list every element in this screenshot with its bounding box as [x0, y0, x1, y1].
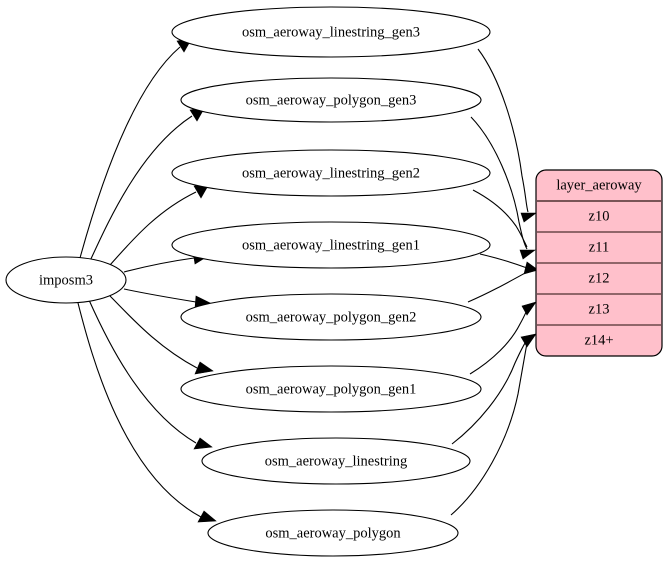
node-osm_aeroway_linestring_gen1[interactable]: osm_aeroway_linestring_gen1	[171, 221, 491, 269]
edge-imposm3-to-linestring-gen1	[123, 257, 195, 273]
node-layer-aeroway-table[interactable]: layer_aeroway z10 z11 z12 z13 z14+	[535, 169, 663, 357]
edge-group-table	[450, 48, 539, 516]
node-polygon-label: osm_aeroway_polygon	[265, 525, 401, 541]
node-osm_aeroway_linestring_gen3[interactable]: osm_aeroway_linestring_gen3	[171, 6, 491, 58]
table-row-z10-label[interactable]: z10	[589, 208, 610, 224]
node-imposm3-shape[interactable]	[5, 256, 127, 304]
edge-linestring-gen2-to-z11	[472, 189, 528, 248]
node-linestring-label: osm_aeroway_linestring	[265, 453, 408, 469]
arrowhead-linestring	[193, 437, 213, 450]
node-polygon-gen1-shape[interactable]	[180, 365, 482, 413]
node-linestring-gen3-label: osm_aeroway_linestring_gen3	[242, 24, 420, 40]
edge-polygon-gen3-to-z11	[470, 116, 528, 250]
edge-imposm3-to-polygon-gen3	[89, 115, 193, 262]
arrowhead-polygon-gen1	[194, 361, 214, 375]
node-osm_aeroway_polygon[interactable]: osm_aeroway_polygon	[207, 509, 459, 557]
node-osm_aeroway_polygon_gen3[interactable]: osm_aeroway_polygon_gen3	[180, 77, 482, 123]
edge-linestring-to-z14	[451, 339, 528, 445]
table-row-z12-label[interactable]: z12	[589, 270, 610, 286]
node-linestring-gen3-shape[interactable]	[171, 6, 491, 58]
table-header-label: layer_aeroway	[556, 177, 642, 193]
node-polygon-gen2-label: osm_aeroway_polygon_gen2	[246, 309, 417, 325]
edge-imposm3-to-polygon-gen2	[123, 288, 197, 303]
table-row-z13-label[interactable]: z13	[589, 301, 610, 317]
arrowhead-polygon	[197, 510, 217, 523]
node-linestring-gen2-shape[interactable]	[171, 149, 491, 197]
table-outline	[535, 169, 663, 357]
node-polygon-shape[interactable]	[207, 509, 459, 557]
edge-polygon-gen2-to-z12	[467, 271, 528, 303]
node-linestring-gen1-shape[interactable]	[171, 221, 491, 269]
node-polygon-gen3-label: osm_aeroway_polygon_gen3	[246, 92, 417, 108]
node-imposm3[interactable]: imposm3	[5, 256, 127, 304]
node-linestring-shape[interactable]	[201, 437, 471, 485]
node-linestring-gen2-label: osm_aeroway_linestring_gen2	[242, 165, 420, 181]
edge-polygon-to-z14	[450, 342, 528, 516]
node-polygon-gen2-shape[interactable]	[180, 293, 482, 341]
node-linestring-gen1-label: osm_aeroway_linestring_gen1	[242, 237, 420, 253]
edge-imposm3-to-linestring-gen2	[109, 191, 197, 266]
edge-imposm3-to-linestring	[88, 299, 197, 444]
edge-linestring-gen3-to-z10	[477, 48, 529, 213]
table-row-z14-label[interactable]: z14+	[584, 332, 613, 348]
table-row-z11-label[interactable]: z11	[589, 239, 609, 255]
edge-imposm3-to-polygon-gen1	[109, 295, 198, 369]
edge-linestring-gen1-to-z12	[479, 253, 528, 269]
node-osm_aeroway_polygon_gen1[interactable]: osm_aeroway_polygon_gen1	[180, 365, 482, 413]
edge-imposm3-to-linestring-gen3	[79, 46, 181, 259]
arrowhead-z13	[521, 301, 537, 316]
node-imposm3-label: imposm3	[39, 272, 93, 288]
arrowhead-z10	[520, 212, 537, 223]
node-polygon-gen1-label: osm_aeroway_polygon_gen1	[246, 381, 417, 397]
node-osm_aeroway_linestring_gen2[interactable]: osm_aeroway_linestring_gen2	[171, 149, 491, 197]
arrowhead-z12	[523, 261, 539, 275]
node-osm_aeroway_linestring[interactable]: osm_aeroway_linestring	[201, 437, 471, 485]
node-polygon-gen3-shape[interactable]	[180, 77, 482, 123]
node-osm_aeroway_polygon_gen2[interactable]: osm_aeroway_polygon_gen2	[180, 293, 482, 341]
arrowhead-z11-a	[519, 249, 536, 260]
edge-imposm3-to-polygon	[77, 302, 202, 518]
arrowhead-z14-a	[520, 333, 537, 348]
